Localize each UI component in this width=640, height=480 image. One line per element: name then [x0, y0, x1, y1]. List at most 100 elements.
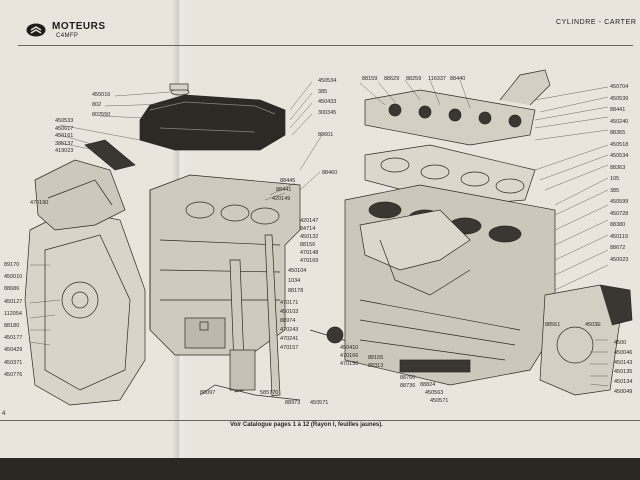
part-label-top-right: 88672: [610, 245, 626, 251]
part-label-top-right: 385: [610, 187, 620, 194]
part-label-bottom-center: 470241: [280, 336, 299, 342]
part-label-left: 450161: [55, 133, 74, 139]
part-label-bottom-center: 450571: [310, 400, 329, 406]
part-label-top-center: 88445: [280, 178, 296, 184]
part-label-bottom-center: 470243: [280, 327, 299, 333]
part-label-left: 88180: [4, 323, 20, 329]
exploded-engine-diagram: [24, 69, 633, 406]
part-label-top-right: 88441: [610, 107, 626, 113]
part-label-top-center: 300345: [318, 109, 337, 116]
part-label-bottom-center: 88155: [368, 355, 384, 361]
part-label-top-right: 450240: [610, 118, 629, 125]
header-rule: [18, 45, 633, 46]
part-label-top-right: 88380: [610, 222, 626, 228]
oil-pump: [199, 234, 361, 401]
part-label-top-center: 88178: [288, 288, 304, 294]
brand-title: MOTEURS: [52, 21, 106, 32]
cylinder-head: [364, 69, 551, 146]
part-label-bottom-center: 88824: [420, 382, 436, 388]
part-label-bottom-center: 88736: [400, 383, 416, 389]
catalog-reference-note: Voir Catalogue pages 1 à 12 (Rayon I, fe…: [230, 422, 383, 428]
footer-rule: [0, 420, 640, 421]
part-label-left: 112054: [4, 310, 22, 317]
part-label-top-center: 88460: [322, 170, 338, 176]
part-label-left: 802: [92, 102, 102, 108]
part-label-top-center: 450534: [318, 78, 337, 84]
part-label-top-center: 420147: [300, 218, 319, 224]
part-label-top-right: 450539: [610, 95, 629, 102]
part-label-bottom-center: 470166: [340, 353, 359, 359]
part-label-left: 88686: [4, 286, 20, 293]
part-label-left: 419023: [55, 148, 74, 154]
part-label-left: 450617: [55, 125, 74, 132]
part-label-top-center: 88441: [276, 187, 292, 193]
part-label-bottom-center: 470157: [280, 345, 299, 351]
part-label-left: 450533: [55, 118, 74, 124]
part-label-top-right: 450599: [610, 199, 629, 205]
part-label-top-center: 88601: [318, 132, 334, 138]
crankcase-block: [149, 174, 301, 356]
part-label-top-right: 88365: [610, 130, 626, 136]
part-label-left: 450127: [4, 298, 23, 305]
part-label-top-right: 88363: [610, 164, 626, 171]
part-label-bottom-center: 470150: [340, 361, 359, 367]
part-label-bottom-center: 470171: [280, 300, 299, 306]
part-label-top-center: 420149: [272, 196, 291, 202]
part-label-bottom-right: 450046: [614, 349, 633, 356]
part-label-top-center: 450433: [318, 99, 337, 105]
catalog-page: MOTEURS C4MFP CYLINDRE - CARTER: [0, 0, 640, 458]
part-label-top-center: 88156: [300, 242, 316, 248]
part-label-top-center: 450104: [288, 268, 307, 274]
part-label-top-right: 88159: [362, 76, 378, 82]
part-label-top-right: 450518: [610, 141, 629, 148]
part-label-top-right: 105: [610, 176, 620, 182]
part-label-top-right: 450119: [610, 233, 628, 240]
part-label-top-right: 450704: [610, 84, 629, 90]
part-label-bottom-center: 88097: [200, 390, 216, 396]
part-label-left: 385137: [55, 140, 74, 147]
part-label-bottom-center: 88974: [280, 318, 296, 324]
part-label-left: 450429: [4, 347, 23, 354]
part-label-bottom-center: 450410: [340, 345, 359, 351]
part-label-top-right: 88440: [450, 76, 466, 82]
page-number: 4: [2, 411, 6, 417]
part-label-bottom-center: 88313: [368, 363, 384, 369]
part-label-top-center: 1034: [288, 278, 301, 284]
part-label-bottom-center: 88973: [285, 400, 301, 406]
part-label-bottom-center: 450103: [280, 309, 299, 315]
part-label-bottom-right: 450143: [614, 359, 633, 366]
part-label-left: 450371: [4, 359, 23, 366]
part-label-left: 470190: [30, 200, 49, 206]
part-label-bottom-right: 450134: [614, 379, 633, 386]
part-label-top-center: 450132: [300, 234, 319, 240]
part-label-bottom-right: 88561: [545, 322, 561, 328]
part-label-top-right: 450023: [610, 256, 629, 263]
part-label-bottom-right: 4503E: [585, 322, 601, 328]
part-label-top-center: 470169: [300, 258, 319, 264]
part-label-left: 802550: [92, 112, 111, 118]
part-label-top-right: 88259: [406, 76, 422, 82]
part-label-bottom-center: 450571: [430, 398, 449, 404]
part-label-bottom-right: 450135: [614, 369, 633, 376]
model-code: C4MFP: [56, 33, 79, 39]
section-title: CYLINDRE - CARTER: [556, 19, 637, 26]
part-label-bottom-center: 88760: [400, 375, 416, 381]
part-label-left: 450776: [4, 371, 23, 378]
part-label-bottom-right: 450049: [614, 389, 633, 395]
part-label-bottom-center: 585770: [260, 390, 279, 396]
rocker-cover: [139, 83, 286, 151]
part-label-top-right: 116337: [428, 76, 446, 82]
rear-plate: [539, 284, 633, 396]
part-label-top-right: 450534: [610, 153, 629, 159]
part-label-top-center: 470148: [300, 250, 319, 256]
part-label-top-right: 88629: [384, 76, 400, 82]
part-label-bottom-right: 4500: [614, 340, 627, 346]
part-label-bottom-center: 450563: [425, 390, 444, 396]
part-label-left: 450177: [4, 335, 23, 342]
part-label-top-center: 385: [318, 88, 328, 95]
engine-block: [344, 184, 556, 386]
timing-cover: [24, 159, 146, 406]
part-label-top-center: 84714: [300, 226, 316, 232]
part-label-left: 89170: [4, 262, 20, 268]
part-label-left: 450016: [92, 92, 111, 98]
